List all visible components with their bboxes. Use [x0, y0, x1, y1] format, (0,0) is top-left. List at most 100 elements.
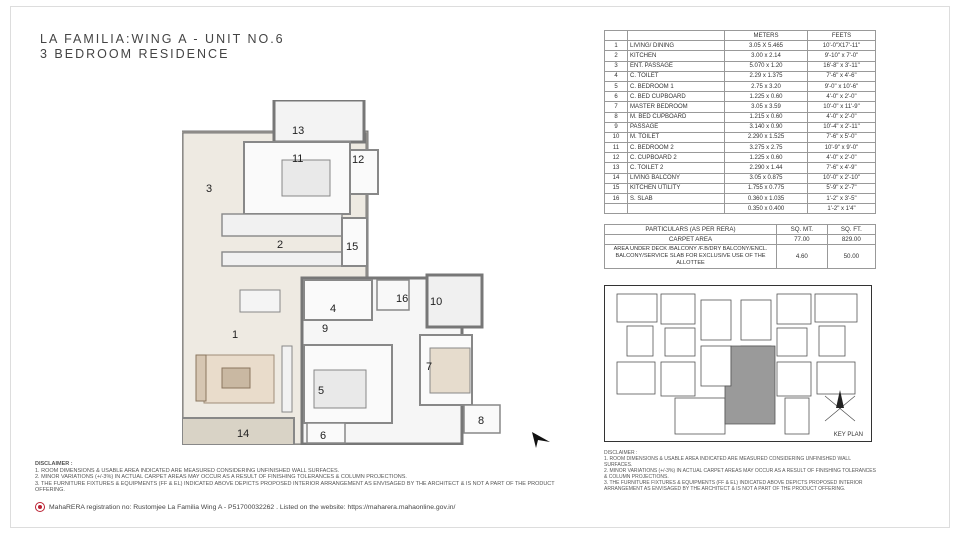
room-feet: 1'-2" x 3'-5" [807, 192, 876, 205]
room-feet: 7'-6" x 4'-9" [807, 162, 876, 174]
room-label-3: 3 [206, 183, 212, 195]
room-feet: 10'-0" x 11'-9" [807, 101, 876, 113]
room-label-11: 11 [292, 153, 303, 165]
room-label-7: 7 [426, 361, 432, 373]
room-label-16: 16 [396, 293, 408, 305]
room-label-5: 5 [318, 385, 324, 397]
room-label-14: 14 [237, 428, 249, 440]
room-feet: 9'-10" x 7'-0" [807, 50, 876, 62]
room-meters: 3.05 x 3.59 [724, 101, 808, 113]
table-row: AREA UNDER DECK /BALCONY /F.B/DRY BALCON… [604, 244, 877, 269]
disclaimer-line: 3. THE FURNITURE FIXTURES & EQUIPMENTS (… [35, 480, 555, 494]
disclaimer-left: DISCLAIMER : 1. ROOM DIMENSIONS & USABLE… [35, 461, 555, 494]
room-feet: 9'-0" x 10'-6" [807, 80, 876, 93]
room-label-15: 15 [346, 241, 358, 253]
maharera-logo-icon [35, 502, 45, 512]
room-name: KITCHEN UTILITY [627, 182, 725, 195]
rera-text: MahaRERA registration no: Rustomjee La F… [49, 503, 456, 511]
room-meters: 0.360 x 1.035 [724, 192, 808, 205]
room-name: ENT. PASSAGE [627, 60, 725, 72]
room-feet: 10'-0" x 2'-10" [807, 172, 876, 184]
room-feet: 16'-8" x 3'-11" [807, 60, 876, 72]
room-no: 10 [604, 131, 628, 144]
room-meters: 3.275 x 2.75 [724, 142, 808, 154]
room-meters: 0.350 x 0.400 [724, 203, 808, 215]
disclaimer-right: DISCLAIMER : 1. ROOM DIMENSIONS & USABLE… [604, 450, 879, 492]
room-name: M. TOILET [627, 131, 725, 144]
room-feet: 7'-6" x 5'-0" [807, 131, 876, 144]
room-meters: 1.225 x 0.60 [724, 91, 808, 103]
room-feet: 4'-0" x 2'-0" [807, 152, 876, 164]
disclaimer-right-line: 2. MINOR VARIATIONS (+/-3%) IN ACTUAL CA… [604, 468, 876, 480]
room-name: C. TOILET [627, 70, 725, 82]
area-sqmt: 77.00 [776, 234, 828, 245]
disclaimer-heading: DISCLAIMER : [35, 461, 73, 467]
room-label-2: 2 [277, 239, 283, 251]
room-no: 9 [604, 121, 628, 133]
area-header-row: PARTICULARS (AS PER RERA) SQ. MT. SQ. FT… [604, 224, 877, 235]
key-plan: KEY PLAN [604, 285, 872, 442]
unit-title: LA FAMILIA:WING A - UNIT NO.6 3 BEDROOM … [40, 32, 285, 62]
room-meters: 3.05 x 0.875 [724, 172, 808, 184]
room-name: C. TOILET 2 [627, 162, 725, 174]
room-label-6: 6 [320, 430, 326, 442]
room-feet: 10'-0"X17'-11" [807, 40, 876, 52]
room-name: S. SLAB [627, 192, 725, 205]
room-no: 3 [604, 60, 628, 72]
plan-furniture [195, 159, 471, 413]
room-feet: 1'-2" x 1'4" [807, 203, 876, 215]
room-name: LIVING/ DINING [627, 40, 725, 52]
room-meters: 1.215 x 0.60 [724, 111, 808, 123]
room-feet: 7'-6" x 4'-6" [807, 70, 876, 82]
area-header-sqmt: SQ. MT. [776, 224, 828, 235]
room-no: 7 [604, 101, 628, 113]
room-feet: 4'-0" x 2'-0" [807, 91, 876, 103]
room-feet: 10'-4" x 2'-11" [807, 121, 876, 133]
room-no: 8 [604, 111, 628, 123]
disclaimer-right-line: 1. ROOM DIMENSIONS & USABLE AREA INDICAT… [604, 456, 851, 468]
room-no: 2 [604, 50, 628, 62]
table-header-row: METERS FEETS [604, 29, 876, 42]
disclaimer-line: 2. MINOR VARIATIONS (+/-3%) IN ACTUAL CA… [35, 474, 407, 481]
area-sqmt: 4.60 [776, 244, 828, 269]
room-no: 5 [604, 80, 628, 93]
room-name: C. BEDROOM 2 [627, 142, 725, 154]
room-name: M. BED CUPBOARD [627, 111, 725, 123]
area-label: CARPET AREA [604, 234, 777, 245]
room-name: LIVING BALCONY [627, 172, 725, 184]
north-arrow-icon [532, 432, 550, 448]
area-sqft: 829.00 [826, 234, 877, 245]
room-label-13: 13 [292, 125, 304, 137]
area-header-sqft: SQ. FT. [826, 224, 877, 235]
room-no: 11 [604, 142, 628, 154]
room-meters: 2.290 x 1.44 [724, 162, 808, 174]
room-name: KITCHEN [627, 50, 725, 62]
room-no: 16 [604, 192, 628, 205]
unit-title-line2: 3 BEDROOM RESIDENCE [40, 47, 230, 61]
area-label: AREA UNDER DECK /BALCONY /F.B/DRY BALCON… [604, 244, 777, 269]
rera-registration: MahaRERA registration no: Rustomjee La F… [35, 502, 455, 512]
room-no: 1 [604, 40, 628, 52]
table-row: CARPET AREA 77.00 829.00 [604, 234, 877, 245]
room-no: 6 [604, 91, 628, 103]
room-no [604, 203, 628, 215]
disclaimer-right-line: 3. THE FURNITURE FIXTURES & EQUIPMENTS (… [604, 480, 863, 492]
room-meters: 2.75 x 3.20 [724, 80, 808, 93]
room-label-4: 4 [330, 303, 336, 315]
room-meters: 2.290 x 1.525 [724, 131, 808, 144]
col-header-no [604, 29, 628, 42]
plan-room-labels: 1 2 3 4 5 6 7 8 9 10 11 12 13 14 15 16 [206, 125, 484, 442]
